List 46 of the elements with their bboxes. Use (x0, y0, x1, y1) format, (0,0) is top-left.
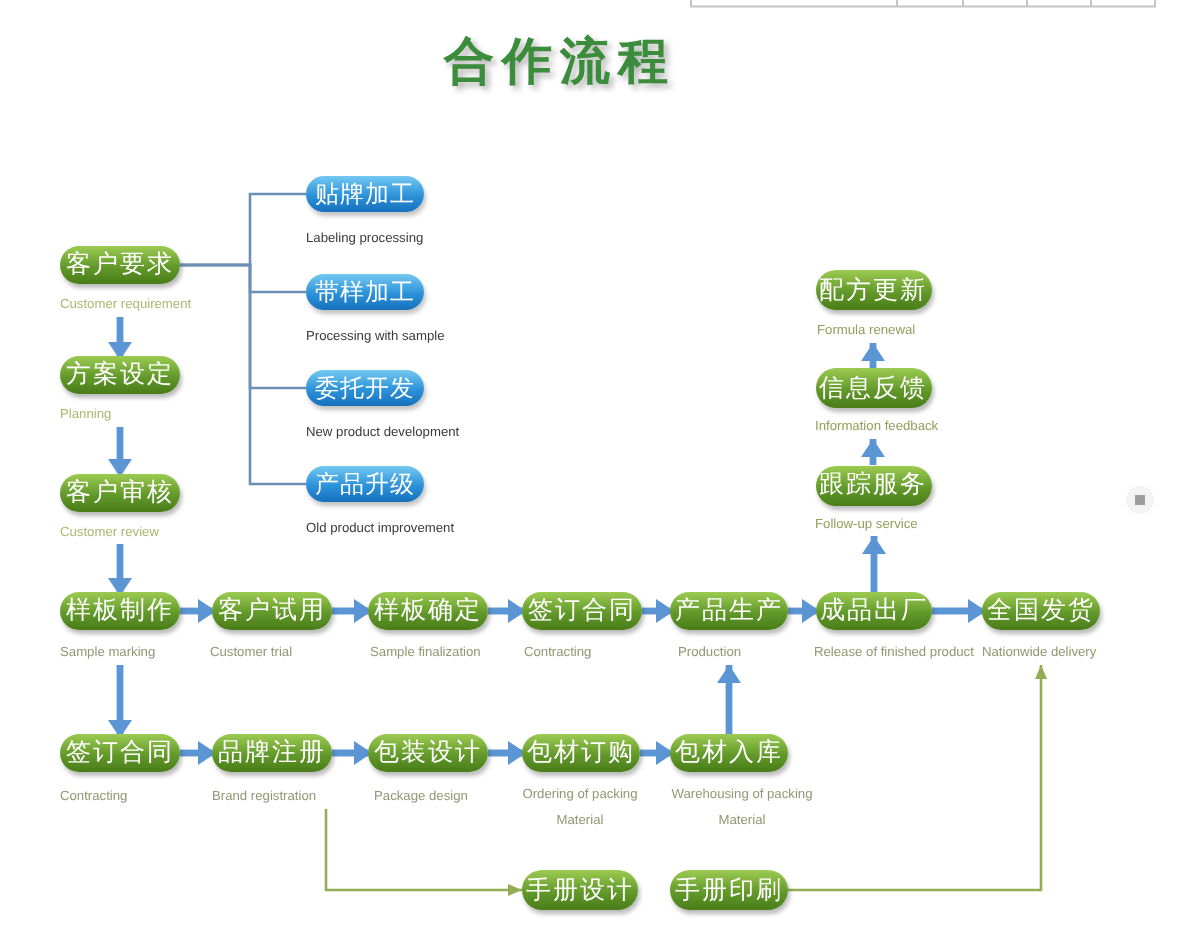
step-pill: 签订合同 (522, 592, 642, 630)
option-pill: 产品升级 (306, 466, 424, 502)
arrow (488, 599, 526, 623)
arrow (932, 599, 986, 623)
step-pill: 全国发货 (982, 592, 1100, 630)
step-pill: 客户要求 (60, 246, 180, 284)
step-pill: 方案设定 (60, 356, 180, 394)
arrow (108, 427, 132, 477)
arrow (108, 544, 132, 596)
title: 合作流程 (444, 30, 676, 94)
arrow (861, 343, 885, 368)
connector-line (180, 263, 306, 486)
step-pill: 包装设计 (368, 734, 488, 772)
option-pill: 委托开发 (306, 370, 424, 406)
arrow (861, 439, 885, 465)
arrow (332, 741, 372, 765)
arrow (717, 665, 741, 734)
arrow (332, 599, 372, 623)
step-pill: 手册设计 (522, 870, 638, 910)
arrow (488, 741, 526, 765)
step-pill: 客户审核 (60, 473, 180, 511)
step-pill: 跟踪服务 (815, 465, 931, 505)
arrow (108, 665, 132, 738)
arrow (788, 665, 1047, 892)
arrow (862, 536, 886, 592)
option-pill: 贴牌加工 (306, 176, 424, 212)
step-pill: 样板确定 (368, 592, 488, 630)
arrow (788, 599, 820, 623)
step-pill: 手册印刷 (670, 870, 788, 910)
step-pill: 产品生产 (670, 592, 788, 630)
step-pill: 包材入库 (670, 734, 788, 772)
arrow (180, 599, 216, 623)
arrow (108, 317, 132, 360)
step-pill: 样板制作 (60, 592, 180, 630)
step-pill: 签订合同 (60, 734, 180, 772)
step-pill: 品牌注册 (212, 734, 332, 772)
option-pill: 带样加工 (306, 274, 424, 310)
arrow (640, 741, 674, 765)
step-pill: 包材订购 (522, 734, 640, 772)
step-pill: 信息反馈 (815, 368, 931, 408)
step-pill: 成品出厂 (816, 592, 932, 630)
arrow (324, 809, 522, 896)
arrow (642, 599, 674, 623)
step-pill: 配方更新 (815, 270, 931, 310)
arrow (180, 741, 216, 765)
step-pill: 客户试用 (212, 592, 332, 630)
